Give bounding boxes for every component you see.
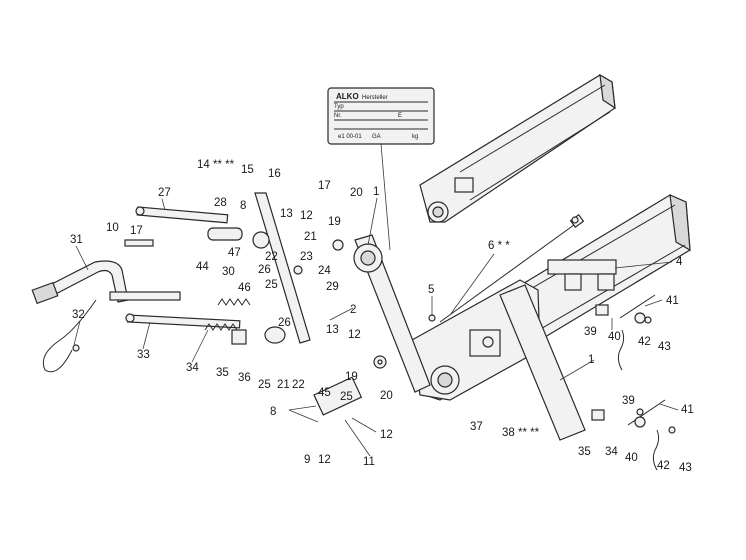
- callout-12d: 12: [318, 454, 331, 466]
- callout-17: 17: [130, 225, 143, 237]
- cable-hook: [72, 344, 80, 352]
- shock-absorber-lower: [591, 399, 666, 471]
- callout-35: 35: [216, 367, 229, 379]
- type-plate: ALKO Hersteller Typ Nr. E e1 00-01 GA kg: [327, 87, 435, 251]
- callout-23b: 23: [300, 251, 313, 263]
- callouts: 1 1 2 25 4 5 6 * * 8 8 9 10 11 12 12 12 …: [70, 159, 694, 474]
- breakaway-cable: [42, 299, 97, 373]
- callout-8b: 8: [270, 406, 276, 418]
- spring-assembly: [204, 298, 286, 345]
- callout-2: 2: [350, 304, 356, 316]
- callout-12b: 12: [348, 329, 361, 341]
- callout-28: 28: [214, 197, 227, 209]
- lever-arm: [252, 192, 311, 344]
- callout-34: 34: [186, 362, 199, 374]
- callout-19b: 19: [345, 371, 358, 383]
- callout-46: 46: [238, 282, 251, 294]
- callout-27: 27: [158, 187, 171, 199]
- callout-22: 22: [265, 251, 278, 263]
- callout-22b: 22: [292, 379, 305, 391]
- callout-12: 12: [300, 210, 313, 222]
- callout-11: 11: [363, 456, 375, 468]
- upper-drawbar: [419, 73, 616, 223]
- callout-39b: 39: [622, 395, 635, 407]
- callout-36: 36: [238, 372, 251, 384]
- callout-9: 9: [304, 454, 310, 466]
- callout-37: 37: [470, 421, 483, 433]
- callout-42b: 42: [657, 460, 670, 472]
- callout-25: 25: [258, 379, 271, 391]
- callout-41: 41: [666, 295, 679, 307]
- callout-26b: 26: [278, 317, 291, 329]
- callout-30: 30: [222, 266, 235, 278]
- callout-10: 10: [106, 222, 119, 234]
- plate-type-field: Typ: [334, 104, 344, 110]
- callout-8: 8: [240, 200, 246, 212]
- callout-33: 33: [137, 349, 150, 361]
- callout-45: 45: [318, 387, 331, 399]
- callout-13: 13: [280, 208, 293, 220]
- callout-14: 14 ** **: [197, 159, 235, 171]
- callout-41b: 41: [681, 404, 694, 416]
- callout-1: 1: [373, 186, 379, 198]
- callout-43: 43: [658, 341, 671, 353]
- callout-16: 16: [268, 168, 281, 180]
- callout-23: 25: [340, 391, 353, 403]
- callout-35b: 35: [578, 446, 591, 458]
- callout-20b: 20: [380, 390, 393, 402]
- callout-34b: 34: [605, 446, 618, 458]
- callout-6: 6 * *: [488, 240, 510, 252]
- small-parts: [313, 216, 676, 434]
- callout-39: 39: [584, 326, 597, 338]
- callout-38: 38 ** **: [502, 427, 540, 439]
- callout-21b: 21: [277, 379, 290, 391]
- handbrake-lever: [31, 260, 181, 305]
- callout-15: 15: [241, 164, 254, 176]
- callout-44: 44: [196, 261, 209, 273]
- callout-5: 5: [428, 284, 434, 296]
- long-bar-right: [499, 284, 586, 441]
- callout-12c: 12: [380, 429, 393, 441]
- callout-43b: 43: [679, 462, 692, 474]
- callout-32: 32: [72, 309, 85, 321]
- callout-21: 21: [304, 231, 317, 243]
- plate-code-field: e1 00-01: [338, 134, 362, 140]
- callout-25b: 25: [265, 279, 278, 291]
- brake-rod: [439, 221, 579, 323]
- plate-ga-field: GA: [372, 134, 381, 140]
- plate-kg-field: kg: [412, 134, 418, 140]
- pin: [124, 239, 154, 247]
- callout-13b: 13: [326, 324, 339, 336]
- callout-29: 29: [326, 281, 339, 293]
- callout-40b: 40: [625, 452, 638, 464]
- callout-20: 20: [350, 187, 363, 199]
- pin-rods: [125, 206, 241, 329]
- plate-maker-field: Hersteller: [362, 95, 388, 101]
- callout-1b: 1: [588, 354, 594, 366]
- plate-brand: ALKO: [336, 92, 359, 101]
- callout-18: 17: [318, 180, 331, 192]
- callout-19: 19: [328, 216, 341, 228]
- shock-absorber-upper: [595, 294, 656, 371]
- plate-no-field: Nr.: [334, 113, 342, 119]
- callout-47: 47: [228, 247, 241, 259]
- plate-e-field: E: [398, 113, 402, 119]
- sleeve: [207, 227, 243, 241]
- callout-40: 40: [608, 331, 621, 343]
- callout-4: 4: [676, 256, 683, 268]
- callout-24: 24: [318, 265, 331, 277]
- callout-42: 42: [638, 336, 651, 348]
- overrun-damper: [353, 234, 431, 393]
- callout-31: 31: [70, 234, 83, 246]
- callout-26: 26: [258, 264, 271, 276]
- leader-lines: [73, 197, 679, 457]
